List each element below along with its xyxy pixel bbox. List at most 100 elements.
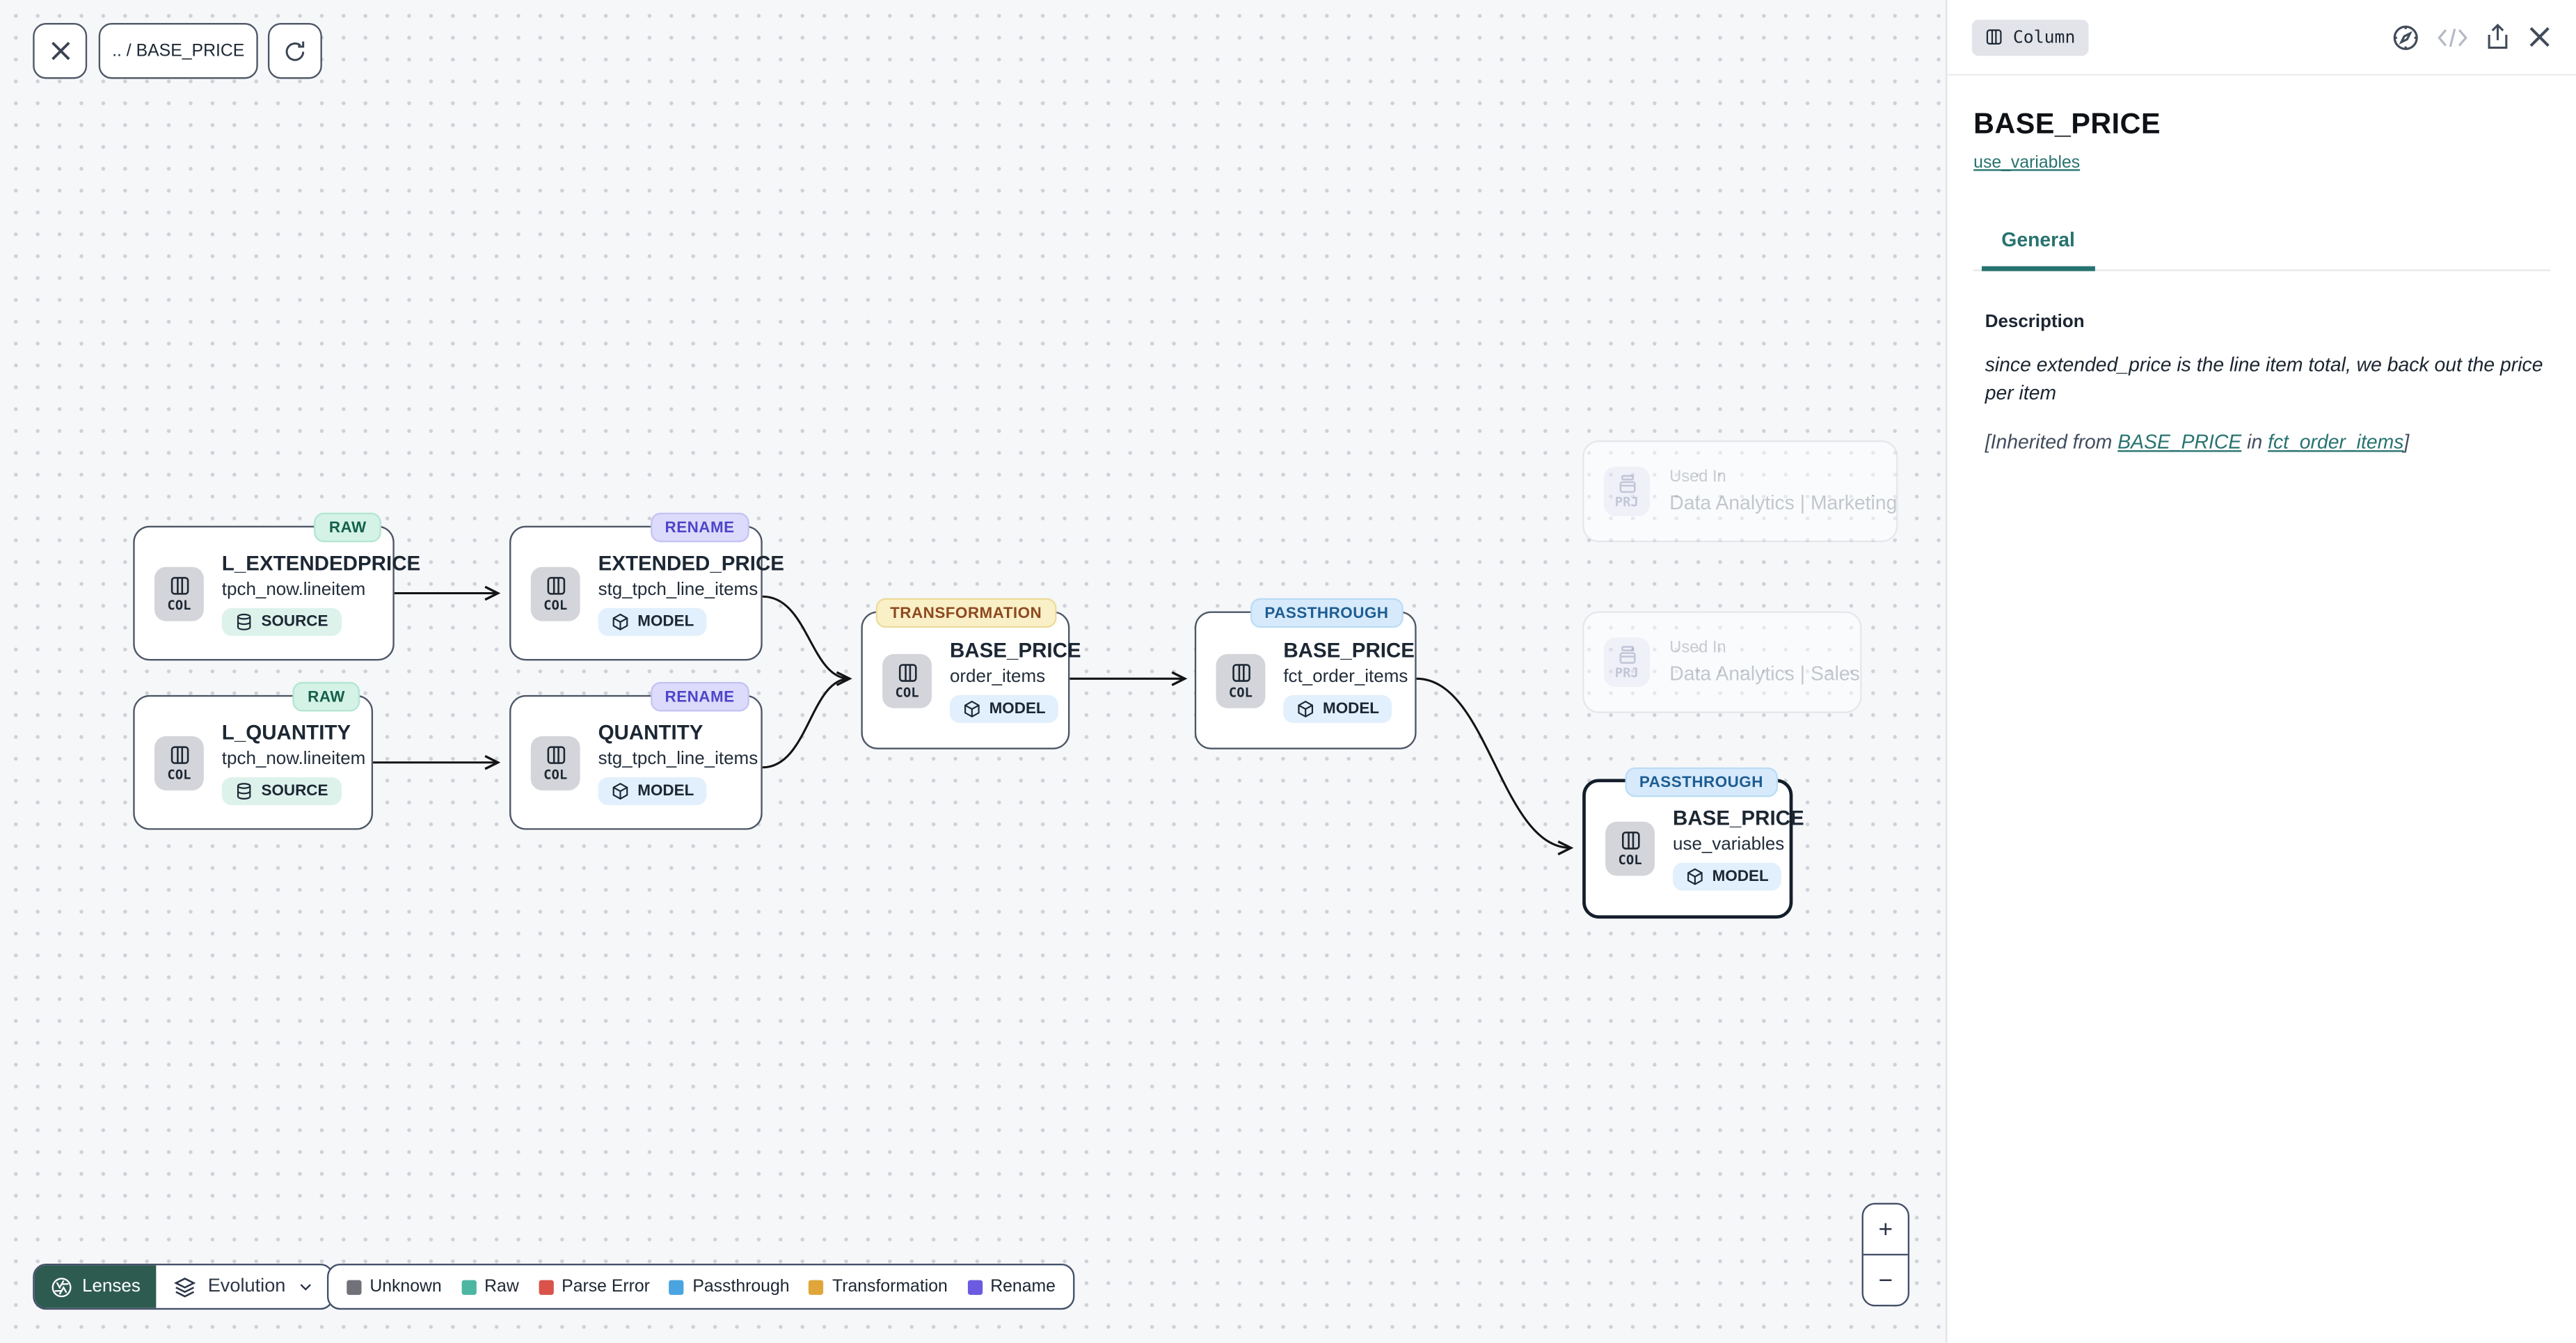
evolution-badge: PASSTHROUGH xyxy=(1624,767,1779,798)
zoom-controls: + − xyxy=(1861,1202,1910,1307)
legend-swatch-unknown xyxy=(347,1279,362,1294)
project-icon: PRJ xyxy=(1603,637,1650,688)
lineage-canvas[interactable]: .. / BASE_PRICE RAW COL L_EXTENDEDPRICE … xyxy=(0,0,1946,1343)
node-subtitle: fct_order_items xyxy=(1283,666,1408,686)
column-type-icon: COL xyxy=(154,735,204,790)
node-title: BASE_PRICE xyxy=(1673,806,1804,830)
edge xyxy=(762,677,850,769)
node-tag: MODEL xyxy=(949,694,1059,722)
model-cube-icon xyxy=(964,699,980,717)
evolution-badge: RAW xyxy=(314,512,381,543)
node-subtitle: order_items xyxy=(949,666,1046,686)
inherited-from-note: [Inherited from BASE_PRICE in fct_order_… xyxy=(1985,430,2410,454)
column-icon xyxy=(1986,29,2002,45)
archive-icon xyxy=(1619,475,1635,493)
legend-item: Parse Error xyxy=(539,1277,650,1296)
column-type-icon: COL xyxy=(1605,821,1655,876)
refresh-button[interactable] xyxy=(267,23,322,79)
node-title: BASE_PRICE xyxy=(949,638,1081,662)
node-title: BASE_PRICE xyxy=(1283,638,1415,662)
evolution-badge: RAW xyxy=(292,682,360,713)
code-view-button[interactable] xyxy=(2437,26,2468,49)
legend-item: Passthrough xyxy=(669,1277,790,1296)
description-text: since extended_price is the line item to… xyxy=(1985,353,2543,405)
evolution-badge: PASSTHROUGH xyxy=(1250,598,1404,629)
node-tag: MODEL xyxy=(1283,694,1392,722)
lens-control-group: Lenses Evolution xyxy=(33,1263,333,1310)
legend-item: Transformation xyxy=(809,1277,948,1296)
legend-item: Raw xyxy=(461,1277,519,1296)
lineage-edges xyxy=(373,585,1574,856)
description-label: Description xyxy=(1985,312,2085,333)
close-icon xyxy=(51,42,70,61)
node-tag: MODEL xyxy=(598,776,708,804)
node-l-extendedprice[interactable]: RAW COL L_EXTENDEDPRICE tpch_now.lineite… xyxy=(133,512,420,661)
details-panel: Column BASE_PRICE use_variables xyxy=(1946,0,2576,1343)
node-quantity[interactable]: RENAME COL QUANTITY stg_tpch_line_items … xyxy=(509,682,763,830)
evolution-badge: RENAME xyxy=(650,512,749,543)
legend-swatch-rename xyxy=(967,1279,983,1294)
project-icon: PRJ xyxy=(1603,466,1650,516)
entity-type-badge: Column xyxy=(1971,19,2089,56)
used-in-node-sales[interactable]: PRJ Used In Data Analytics | Sales xyxy=(1582,611,1862,713)
model-cube-icon xyxy=(612,612,628,630)
close-graph-button[interactable] xyxy=(33,23,88,79)
node-base-price-order-items[interactable]: TRANSFORMATION COL BASE_PRICE order_item… xyxy=(861,598,1081,749)
column-type-icon: COL xyxy=(530,566,580,621)
lens-select-dropdown[interactable]: Evolution xyxy=(157,1265,331,1308)
lenses-button[interactable]: Lenses xyxy=(34,1265,157,1308)
compass-icon xyxy=(2393,24,2418,49)
close-icon xyxy=(2529,27,2550,47)
model-cube-icon xyxy=(1298,699,1314,717)
node-title: QUANTITY xyxy=(598,720,703,744)
evolution-badge: TRANSFORMATION xyxy=(875,598,1057,629)
share-button[interactable] xyxy=(2485,23,2511,51)
zoom-in-button[interactable]: + xyxy=(1863,1205,1908,1256)
inherited-model-link[interactable]: fct_order_items xyxy=(2268,430,2404,454)
node-tag: MODEL xyxy=(598,607,708,635)
node-title: EXTENDED_PRICE xyxy=(598,551,784,575)
column-type-icon: COL xyxy=(154,566,204,621)
database-icon xyxy=(237,612,251,630)
database-icon xyxy=(237,781,251,799)
close-panel-button[interactable] xyxy=(2527,24,2552,49)
column-type-icon: COL xyxy=(882,653,932,708)
chevron-down-icon xyxy=(300,1284,311,1291)
evolution-legend: Unknown Raw Parse Error Passthrough Tran… xyxy=(326,1263,1076,1310)
inherited-column-link[interactable]: BASE_PRICE xyxy=(2117,430,2242,454)
breadcrumb[interactable]: .. / BASE_PRICE xyxy=(98,23,258,79)
node-tag: SOURCE xyxy=(221,607,342,635)
node-extended-price[interactable]: RENAME COL EXTENDED_PRICE stg_tpch_line_… xyxy=(509,512,784,661)
column-type-icon: COL xyxy=(530,735,580,790)
panel-header: Column xyxy=(1947,0,2576,76)
panel-tabs: General xyxy=(1973,214,2551,271)
node-base-price-use-variables[interactable]: PASSTHROUGH COL BASE_PRICE use_variables… xyxy=(1582,767,1804,919)
node-subtitle: stg_tpch_line_items xyxy=(598,748,758,769)
used-in-node-marketing[interactable]: PRJ Used In Data Analytics | Marketing xyxy=(1582,440,1898,543)
node-subtitle: tpch_now.lineitem xyxy=(221,748,366,769)
node-tag: MODEL xyxy=(1673,862,1782,891)
edge xyxy=(1416,677,1574,856)
legend-swatch-raw xyxy=(461,1279,477,1294)
aperture-icon xyxy=(51,1277,72,1296)
legend-swatch-parse-error xyxy=(539,1279,554,1294)
model-link[interactable]: use_variables xyxy=(1973,152,2081,173)
zoom-out-button[interactable]: − xyxy=(1878,1266,1893,1294)
legend-item: Unknown xyxy=(347,1277,442,1296)
tab-general[interactable]: General xyxy=(1981,214,2095,271)
node-title: L_QUANTITY xyxy=(221,720,351,744)
code-icon xyxy=(2438,27,2467,47)
legend-swatch-passthrough xyxy=(669,1279,685,1294)
node-subtitle: tpch_now.lineitem xyxy=(221,579,366,599)
model-cube-icon xyxy=(1687,868,1703,885)
node-base-price-fct-order-items[interactable]: PASSTHROUGH COL BASE_PRICE fct_order_ite… xyxy=(1194,598,1417,749)
node-l-quantity[interactable]: RAW COL L_QUANTITY tpch_now.lineitem SOU… xyxy=(133,682,374,830)
refresh-icon xyxy=(285,40,305,61)
share-icon xyxy=(2488,23,2508,49)
node-subtitle: use_variables xyxy=(1673,834,1785,855)
archive-icon xyxy=(1619,646,1635,664)
description-section: Description since extended_price is the … xyxy=(1973,312,2550,454)
model-cube-icon xyxy=(612,781,628,799)
explore-button[interactable] xyxy=(2391,22,2421,52)
